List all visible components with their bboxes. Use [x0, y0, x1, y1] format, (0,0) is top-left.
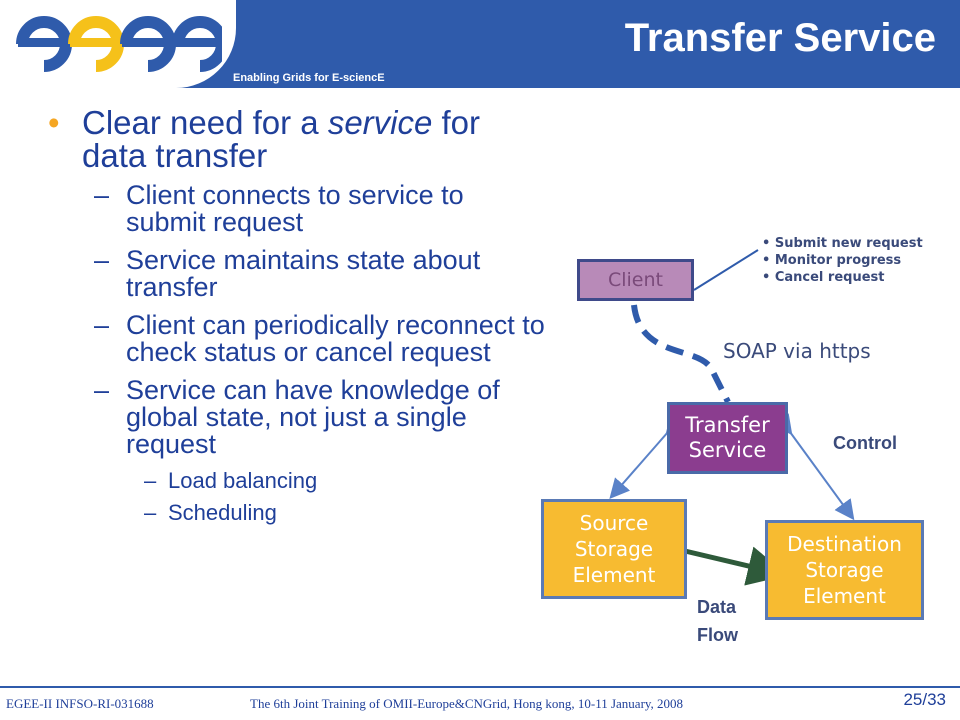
sub-bullet: –Service maintains state about transfer [48, 247, 548, 301]
dash-icon: – [94, 245, 110, 275]
data-flow-line: Flow [697, 625, 738, 645]
transfer-service-box: Transfer Service [667, 402, 788, 474]
sub-bullet-text: Client can periodically reconnect to che… [126, 310, 545, 367]
sub-bullet: –Service can have knowledge of global st… [48, 377, 548, 458]
soap-label: SOAP via https [723, 339, 871, 363]
control-label: Control [833, 433, 897, 453]
sub-sub-bullet: –Load balancing [48, 469, 548, 493]
main-bullet: • Clear need for a service for data tran… [48, 106, 548, 172]
dest-line: Element [803, 584, 886, 608]
footer-divider [0, 686, 960, 688]
sub-bullet-text: Service maintains state about transfer [126, 245, 481, 302]
transfer-line: Service [688, 438, 767, 462]
page-number: 25/33 [903, 690, 946, 709]
sub-sub-bullet-text: Load balancing [168, 468, 318, 493]
note-text: Cancel request [774, 270, 885, 285]
main-bullet-emphasis: service [327, 104, 433, 141]
source-line: Storage [574, 537, 654, 561]
slide-title: Transfer Service [624, 16, 936, 60]
data-flow-line: Data [697, 597, 737, 617]
dash-icon: – [94, 310, 110, 340]
dash-icon: – [144, 468, 157, 493]
dest-line: Storage [805, 558, 884, 582]
client-box: Client [577, 259, 694, 301]
dash-icon: – [94, 180, 110, 210]
dash-icon: – [94, 375, 110, 405]
footer-event: The 6th Joint Training of OMII-Europe&CN… [250, 696, 684, 711]
sub-bullet-text: Client connects to service to submit req… [126, 180, 464, 237]
data-flow-label: Data Flow [697, 593, 738, 649]
sub-sub-bullet-text: Scheduling [168, 500, 277, 525]
client-notes: • Submit new request • Monitor progress … [762, 235, 923, 286]
client-notes-line [693, 249, 759, 291]
logo-area [0, 0, 236, 88]
dest-line: Destination [787, 532, 902, 556]
slide-content: • Clear need for a service for data tran… [48, 106, 548, 533]
source-line: Source [579, 511, 649, 535]
dash-icon: – [144, 500, 157, 525]
note-text: Monitor progress [774, 253, 902, 268]
note-text: Submit new request [774, 236, 923, 251]
arrow-transfer-source [609, 413, 687, 500]
note-item: • Monitor progress [762, 253, 902, 268]
tagline: Enabling Grids for E-sciencE [233, 72, 385, 84]
transfer-line: Transfer [685, 413, 770, 437]
header-bar: Enabling Grids for E-sciencE Transfer Se… [0, 0, 960, 88]
soap-link [631, 304, 731, 404]
footer-project-id: EGEE-II INFSO-RI-031688 [6, 696, 154, 711]
bullet-dot-icon: • [48, 104, 60, 141]
note-item: • Cancel request [762, 270, 885, 285]
egee-logo [16, 16, 222, 72]
source-storage-box: Source Storage Element [541, 499, 687, 599]
note-item: • Submit new request [762, 236, 923, 251]
main-bullet-text-b: for data transfer [82, 104, 481, 174]
sub-bullet-list: –Client connects to service to submit re… [48, 182, 548, 525]
main-bullet-text-a: Clear need for a [82, 104, 328, 141]
source-line: Element [572, 563, 656, 587]
sub-bullet: –Client can periodically reconnect to ch… [48, 312, 548, 366]
sub-sub-bullet: –Scheduling [48, 501, 548, 525]
sub-bullet: –Client connects to service to submit re… [48, 182, 548, 236]
sub-bullet-text: Service can have knowledge of global sta… [126, 375, 500, 459]
destination-storage-box: Destination Storage Element [765, 520, 924, 620]
